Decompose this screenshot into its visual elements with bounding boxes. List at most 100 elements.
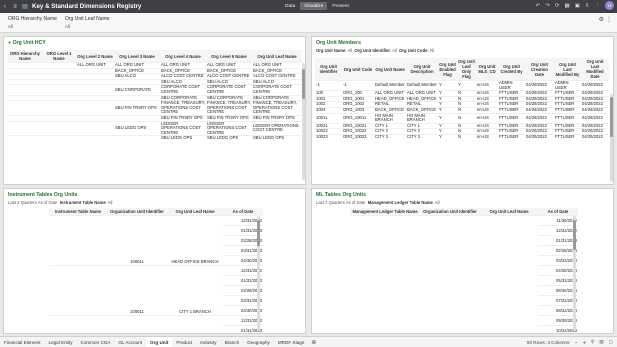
column-header[interactable]: Org Unit Name: [374, 58, 406, 81]
column-header[interactable]: Org Unit Code: [342, 58, 374, 81]
column-header[interactable]: Org Unit Created By: [498, 58, 525, 81]
save-icon[interactable]: ▣: [574, 2, 580, 9]
filter-settings-icon[interactable]: ⚙: [598, 17, 604, 23]
filter-org-hierarchy[interactable]: ORG Hierarchy Name All: [8, 16, 57, 29]
table-row[interactable]: 09/30/2023: [350, 315, 578, 326]
table-row[interactable]: 01/31/2023: [49, 225, 263, 236]
column-header[interactable]: Org Unit Enabled Flag: [438, 58, 457, 81]
table-row[interactable]: 10/31/2023: [350, 325, 578, 332]
table-row[interactable]: 01/31/2023: [49, 275, 263, 286]
column-header[interactable]: Org Unit Leaf Name: [167, 208, 223, 216]
tab-org-unit[interactable]: Org Unit: [146, 336, 173, 347]
table-row[interactable]: 02/28/2023: [49, 285, 263, 296]
tab-branch[interactable]: Branch: [224, 339, 240, 345]
tab-product[interactable]: Product: [176, 339, 193, 345]
add-canvas-icon[interactable]: ⊕: [311, 339, 317, 346]
mode-visualize[interactable]: Visualize: [300, 2, 328, 10]
table-row[interactable]: 06/30/2023: [350, 285, 578, 296]
back-icon[interactable]: ‹: [4, 3, 6, 10]
mode-data[interactable]: Data: [285, 3, 296, 9]
column-header[interactable]: Org Unit Leaf Name: [480, 208, 538, 216]
column-header[interactable]: As of Date: [538, 208, 578, 216]
column-header[interactable]: Organization Unit Identifier: [420, 208, 480, 216]
column-header[interactable]: Org Level 5 Name: [206, 50, 252, 63]
tab-industry[interactable]: Industry: [200, 339, 217, 345]
column-header[interactable]: Org Unit MLS_CD: [476, 58, 498, 81]
fullscreen-icon[interactable]: ▢: [608, 339, 613, 344]
column-header[interactable]: Management Ledger Table Name: [350, 208, 420, 216]
table-row[interactable]: 04/30/2023: [49, 305, 263, 316]
filter-org-leaf[interactable]: Org Unit Leaf Name All: [65, 16, 109, 29]
layout-icon[interactable]: ▥: [599, 339, 604, 344]
ml-scrollbar[interactable]: [573, 216, 576, 330]
undo-icon[interactable]: ↶: [535, 2, 541, 9]
column-header[interactable]: Org Unit Last Modified Date: [581, 58, 609, 81]
filter-more-icon[interactable]: ⋮: [606, 17, 612, 23]
zoom-icon[interactable]: ⚲: [590, 339, 595, 344]
table-row[interactable]: 03/31/2023: [49, 245, 263, 256]
table-row[interactable]: 01/31/2023: [350, 235, 578, 246]
column-header[interactable]: Instrument Table Name: [49, 208, 107, 216]
tab-legal-entity[interactable]: Legal Entity: [48, 339, 73, 345]
table-row[interactable]: 02/28/2023: [350, 245, 578, 256]
table-row[interactable]: Asset Instruments100011HEAD OFFICE COST …: [49, 315, 263, 332]
hierarchy-scrollbar[interactable]: [302, 63, 305, 180]
tab-mrdf-stage[interactable]: MRDF Stage: [277, 339, 305, 345]
column-header[interactable]: Org Unit Creation Date: [525, 58, 554, 81]
redo-icon[interactable]: ↷: [545, 2, 550, 9]
column-header[interactable]: As of Date: [223, 208, 263, 216]
column-header[interactable]: Org Unit Identifier: [315, 58, 342, 81]
tab-gl-account[interactable]: GL Account: [118, 339, 142, 345]
instrument-scrollbar[interactable]: [257, 216, 260, 330]
column-header[interactable]: ORG Hierarchy Name: [8, 50, 42, 63]
column-header[interactable]: Org Unit Leaf Only Flag: [457, 58, 476, 81]
column-header[interactable]: Org Level 2 Name: [76, 50, 114, 63]
table-row[interactable]: 01/31/2023: [49, 325, 263, 332]
column-header[interactable]: Org Unit Description: [406, 58, 438, 81]
grid-icon[interactable]: ▦: [564, 2, 570, 9]
table-row[interactable]: 07/31/2023: [350, 295, 578, 306]
table-row[interactable]: 03/31/2023: [49, 295, 263, 306]
tab-financial-element[interactable]: Financial Element: [4, 339, 41, 345]
table-row[interactable]: 04/30/2023: [350, 265, 578, 276]
column-header[interactable]: Org Level 3 Name: [114, 50, 160, 63]
table-row[interactable]: 08/31/2023: [350, 305, 578, 316]
refresh-icon[interactable]: ⟳: [554, 2, 560, 9]
column-header[interactable]: ORG Level 1 Name: [42, 50, 76, 63]
column-header[interactable]: Org Level 4 Name: [160, 50, 206, 63]
more-icon[interactable]: ⋮: [594, 2, 601, 9]
avatar[interactable]: U: [605, 1, 614, 10]
tab-geography[interactable]: Geography: [247, 339, 270, 345]
column-header[interactable]: Org Unit Last Modified By: [554, 58, 581, 81]
column-header[interactable]: Org Unit Leaf Name: [252, 50, 302, 63]
table-row[interactable]: 03/31/2023: [350, 255, 578, 266]
chevron-down-icon[interactable]: ⌄: [574, 339, 579, 344]
table-row[interactable]: 02/28/2023: [49, 235, 263, 246]
table-row[interactable]: 12/31/2022: [350, 225, 578, 236]
column-header[interactable]: Organization Unit Identifier: [107, 208, 167, 216]
menu-icon[interactable]: ≡: [13, 3, 17, 10]
mode-present[interactable]: Present: [332, 3, 349, 9]
